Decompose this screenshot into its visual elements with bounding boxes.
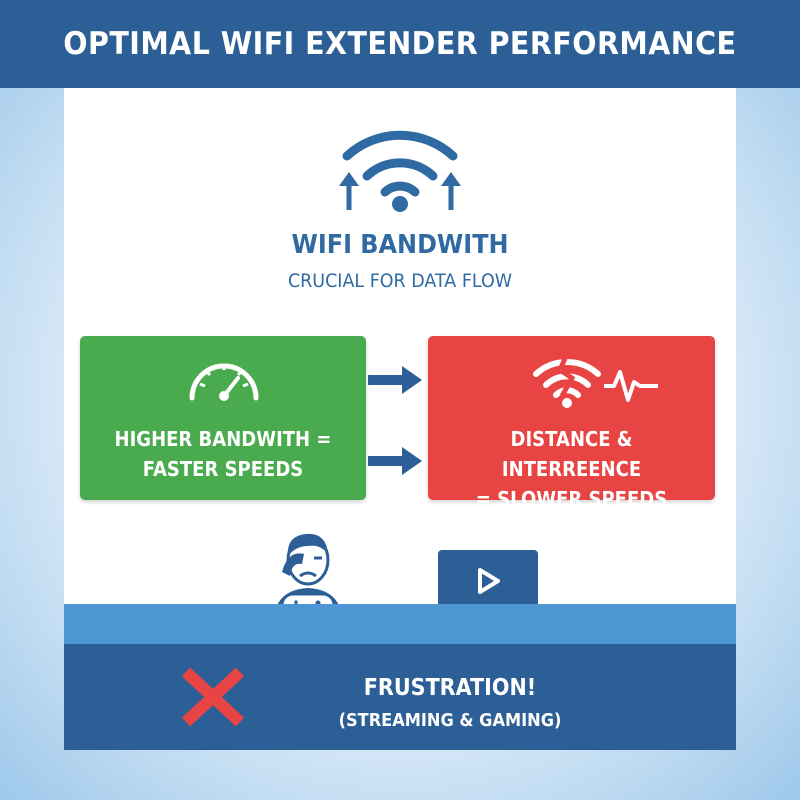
broken-wifi-icon [532,352,668,410]
speedometer-icon [186,354,262,404]
bandwidth-subtitle: CRUCIAL FOR DATA FLOW [287,270,513,292]
blue-band [64,604,736,644]
page-title: OPTIMAL WIFI EXTENDER PERFORMANCE [63,26,737,62]
frustration-subtitle: (STREAMING & GAMING) [338,710,562,731]
red-x-icon [180,666,246,728]
header-bar: OPTIMAL WIFI EXTENDER PERFORMANCE [0,0,800,88]
distance-interference-text: DISTANCE & INTERREENCE = SLOWER SPEEDS [475,427,668,511]
arrow-right-icon [368,364,424,396]
higher-bandwidth-text: HIGHER BANDWITH = FASTER SPEEDS [114,427,332,481]
frustration-bar [64,644,736,750]
higher-bandwidth-box: HIGHER BANDWITH = FASTER SPEEDS [80,336,366,500]
frustration-title: FRUSTRATION! [363,675,537,701]
arrow-right-icon [368,445,424,477]
bandwidth-title: WIFI BANDWITH [291,230,509,260]
distance-interference-box: DISTANCE & INTERREENCE = SLOWER SPEEDS [428,336,715,511]
wifi-upload-icon [333,120,467,212]
